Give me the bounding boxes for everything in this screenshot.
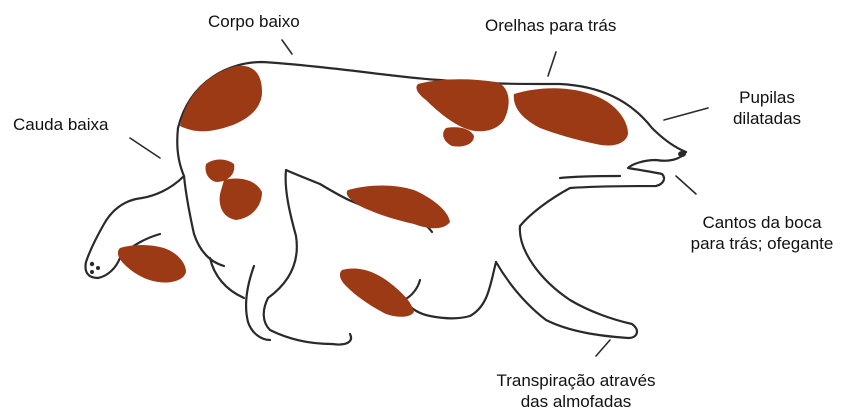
paw-pad-dot bbox=[90, 270, 94, 274]
label-cantos-da-boca-line1: Cantos da boca bbox=[678, 212, 846, 233]
label-transpiracao-line1: Transpiração através bbox=[478, 370, 674, 391]
paw-pad-dot bbox=[96, 266, 100, 270]
leader-transpiracao bbox=[596, 340, 610, 356]
label-pupilas-dilatadas-line2: dilatadas bbox=[712, 108, 822, 129]
dog-markings bbox=[118, 66, 628, 317]
label-corpo-baixo: Corpo baixo bbox=[208, 11, 300, 32]
leader-cauda-baixa bbox=[130, 138, 160, 158]
leader-cantos-boca bbox=[676, 176, 696, 194]
leader-pupilas-dilatadas bbox=[664, 108, 708, 120]
leader-corpo-baixo bbox=[282, 40, 292, 54]
label-transpiracao: Transpiração através das almofadas bbox=[478, 370, 674, 412]
label-cauda-baixa: Cauda baixa bbox=[13, 114, 108, 135]
label-orelhas-para-tras: Orelhas para trás bbox=[485, 15, 616, 36]
label-transpiracao-line2: das almofadas bbox=[478, 391, 674, 412]
label-pupilas-dilatadas-line1: Pupilas bbox=[712, 87, 822, 108]
dog-nose bbox=[678, 151, 686, 157]
label-cantos-da-boca-line2: para trás; ofegante bbox=[678, 233, 846, 254]
label-pupilas-dilatadas: Pupilas dilatadas bbox=[712, 87, 822, 129]
leader-orelhas-para-tras bbox=[548, 52, 556, 76]
label-cantos-da-boca: Cantos da boca para trás; ofegante bbox=[678, 212, 846, 254]
paw-pad-dot bbox=[90, 262, 94, 266]
